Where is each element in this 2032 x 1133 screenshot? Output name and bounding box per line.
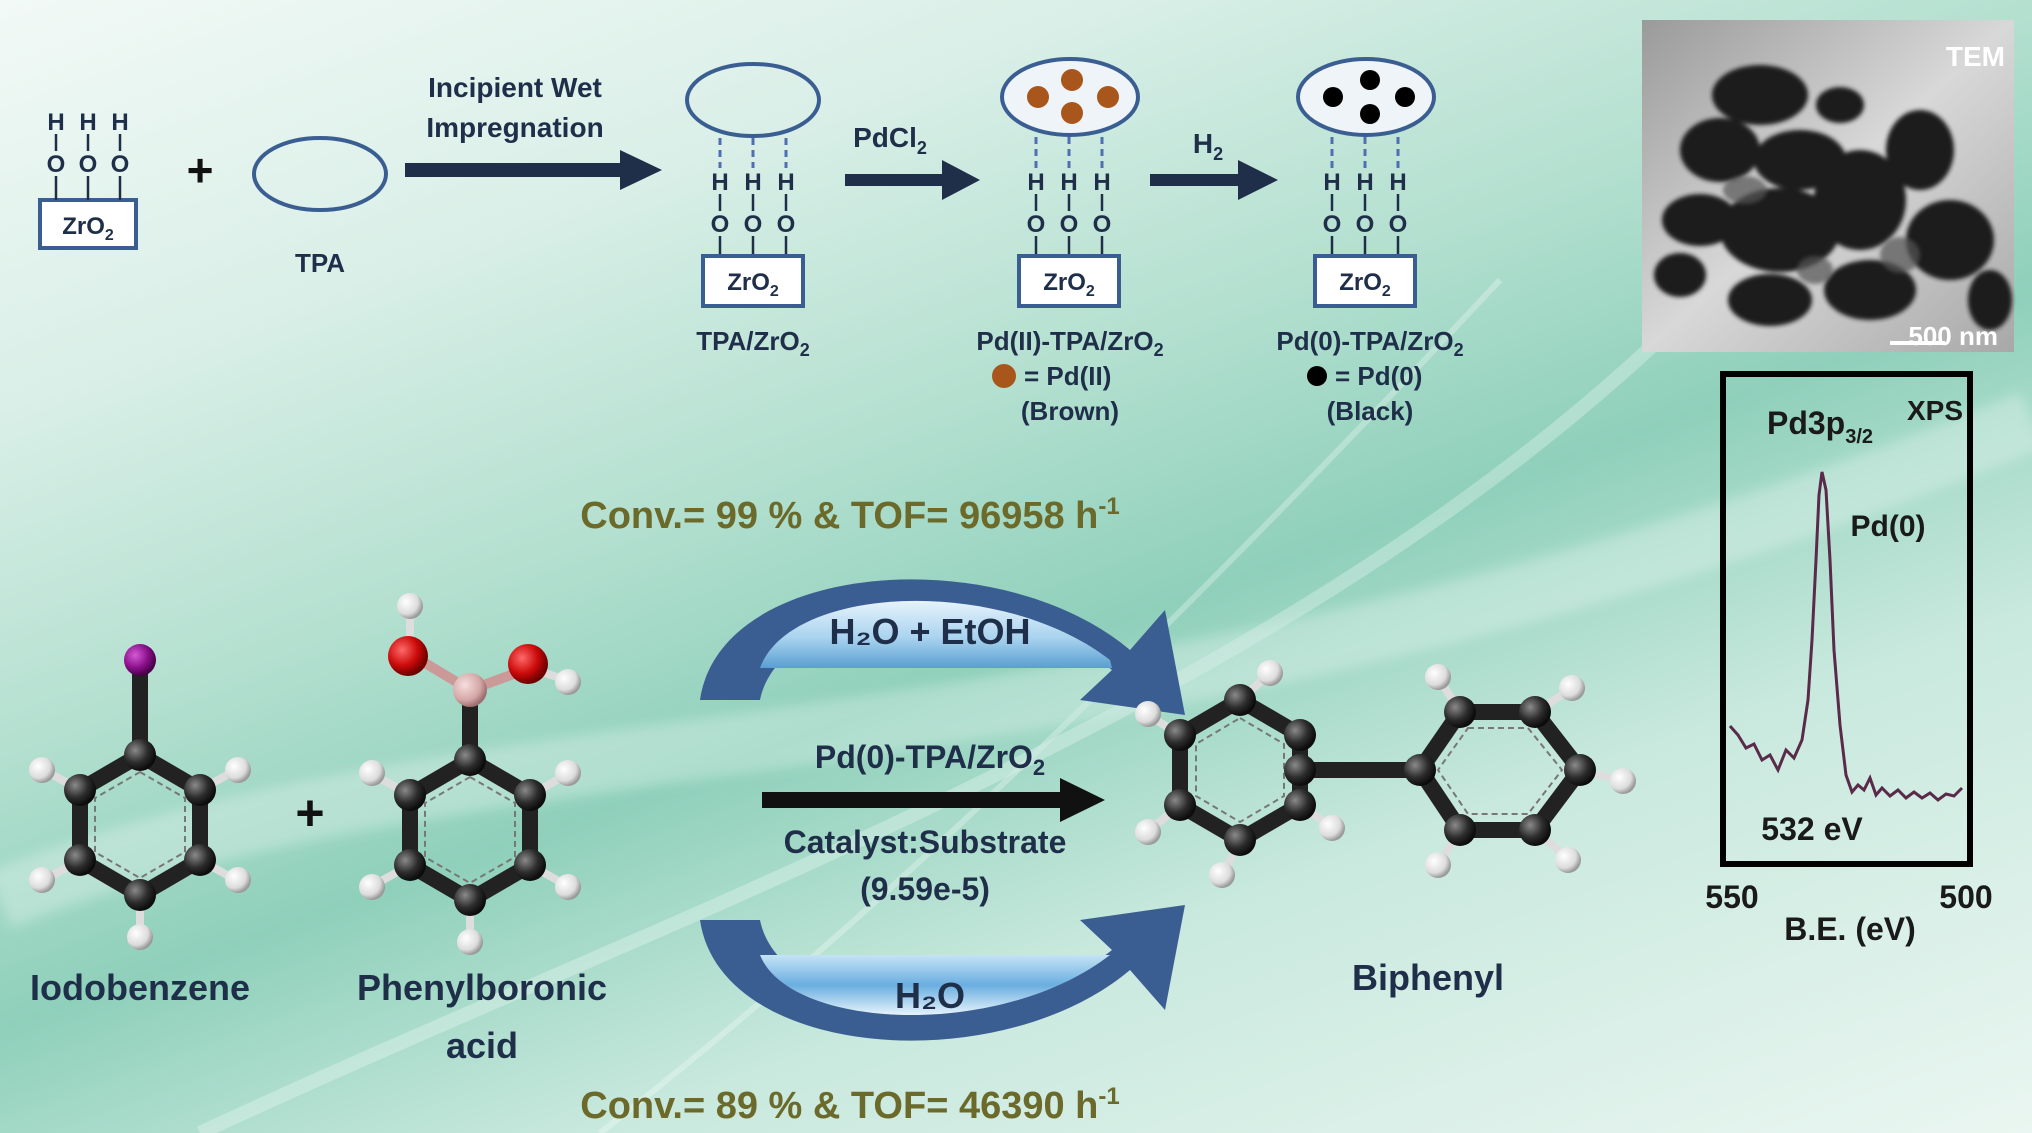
plus-sign-1: + bbox=[187, 144, 214, 196]
xps-inset: XPS Pd3p3/2 Pd(0) 532 eV 550 500 B.E. (e… bbox=[1705, 371, 1993, 947]
svg-text:O: O bbox=[777, 211, 796, 238]
svg-text:O: O bbox=[1389, 211, 1408, 238]
svg-text:H: H bbox=[1356, 169, 1373, 196]
svg-text:ZrO2: ZrO2 bbox=[62, 213, 114, 244]
product-label: Biphenyl bbox=[1352, 957, 1504, 998]
xps-axis-label: B.E. (eV) bbox=[1784, 911, 1916, 947]
svg-text:O: O bbox=[1093, 211, 1112, 238]
svg-text:O: O bbox=[1356, 211, 1375, 238]
svg-text:PdCl2: PdCl2 bbox=[853, 122, 927, 158]
xps-peak-label: Pd3p3/2 bbox=[1767, 405, 1873, 448]
stage-pd2-tpa-zro2: H H H O O O ZrO2 Pd(II)-TPA/ZrO2 = Pd(II… bbox=[976, 57, 1164, 426]
xps-spectrum bbox=[1728, 471, 1964, 802]
svg-text:H: H bbox=[1389, 169, 1406, 196]
conv-bottom: Conv.= 89 % & TOF= 46390 h-1 bbox=[580, 1083, 1119, 1127]
xps-axis-right: 500 bbox=[1939, 879, 1992, 915]
svg-text:Impregnation: Impregnation bbox=[426, 112, 603, 143]
pd0-particle bbox=[1395, 87, 1415, 107]
pd2-legend-dot bbox=[992, 364, 1016, 388]
tpa-ellipse bbox=[252, 136, 388, 212]
pd0-legend-dot bbox=[1307, 366, 1327, 386]
curved-arrow-bottom: H₂O bbox=[700, 905, 1185, 1041]
catalyst-label: Pd(0)-TPA/ZrO2 bbox=[815, 739, 1045, 780]
svg-text:H: H bbox=[777, 169, 794, 196]
svg-text:O: O bbox=[1027, 211, 1046, 238]
pd2-particle bbox=[1061, 69, 1083, 91]
xps-axis-left: 550 bbox=[1705, 879, 1758, 915]
svg-text:Incipient Wet: Incipient Wet bbox=[428, 72, 602, 103]
arrow-impregnation: Incipient Wet Impregnation bbox=[405, 72, 662, 190]
tpa-label: TPA bbox=[295, 248, 345, 278]
zro2-surface-1: ZrO2 H H H O O O bbox=[38, 109, 138, 250]
svg-text:H: H bbox=[1060, 169, 1077, 196]
svg-text:(Black): (Black) bbox=[1327, 396, 1414, 426]
background-swooshes bbox=[0, 277, 2032, 1133]
tem-micrograph: TEM 500 nm bbox=[1642, 20, 2014, 352]
reactant2-label-line2: acid bbox=[446, 1025, 518, 1066]
solvent-top: H₂O + EtOH bbox=[829, 611, 1030, 652]
reactant1-label: Iodobenzene bbox=[30, 967, 250, 1008]
pd2-particle bbox=[1061, 102, 1083, 124]
tem-label: TEM bbox=[1946, 41, 2005, 72]
xps-label: XPS bbox=[1907, 395, 1963, 426]
stage-tpa-zro2: H H H O O O ZrO2 TPA/ZrO2 bbox=[685, 62, 821, 360]
conv-top: Conv.= 99 % & TOF= 96958 h-1 bbox=[580, 493, 1119, 537]
svg-text:TPA/ZrO2: TPA/ZrO2 bbox=[696, 326, 810, 360]
svg-text:ZrO2: ZrO2 bbox=[1043, 269, 1095, 300]
pd0-particle bbox=[1360, 104, 1380, 124]
biphenyl-molecule bbox=[1135, 660, 1636, 888]
svg-text:O: O bbox=[1060, 211, 1079, 238]
svg-text:H: H bbox=[711, 169, 728, 196]
svg-text:O: O bbox=[744, 211, 763, 238]
arrow-pdcl2: PdCl2 bbox=[845, 122, 980, 200]
xps-state-label: Pd(0) bbox=[1851, 510, 1926, 543]
pd0-particle bbox=[1323, 87, 1343, 107]
svg-text:H: H bbox=[744, 169, 761, 196]
svg-text:H: H bbox=[111, 109, 128, 136]
svg-text:H2: H2 bbox=[1193, 128, 1223, 164]
iodobenzene-molecule bbox=[29, 644, 251, 950]
svg-text:O: O bbox=[711, 211, 730, 238]
svg-text:H: H bbox=[1027, 169, 1044, 196]
svg-text:= Pd(0): = Pd(0) bbox=[1335, 361, 1422, 391]
solvent-bottom: H₂O bbox=[895, 975, 965, 1016]
svg-text:H: H bbox=[79, 109, 96, 136]
svg-text:O: O bbox=[1323, 211, 1342, 238]
svg-text:ZrO2: ZrO2 bbox=[727, 269, 779, 300]
plus-sign-2: + bbox=[295, 785, 324, 841]
svg-text:= Pd(II): = Pd(II) bbox=[1024, 361, 1111, 391]
svg-text:Pd(0)-TPA/ZrO2: Pd(0)-TPA/ZrO2 bbox=[1276, 326, 1463, 360]
pd0-particle bbox=[1360, 70, 1380, 90]
pd2-particle bbox=[1097, 86, 1119, 108]
tem-scale-label: 500 nm bbox=[1908, 321, 1998, 351]
ratio-label: Catalyst:Substrate bbox=[784, 824, 1067, 860]
svg-text:(Brown): (Brown) bbox=[1021, 396, 1119, 426]
svg-text:O: O bbox=[47, 151, 66, 178]
ratio-value: (9.59e-5) bbox=[860, 871, 990, 907]
svg-text:O: O bbox=[79, 151, 98, 178]
pd2-particle bbox=[1027, 86, 1049, 108]
svg-text:ZrO2: ZrO2 bbox=[1339, 269, 1391, 300]
svg-text:H: H bbox=[47, 109, 64, 136]
svg-text:O: O bbox=[111, 151, 130, 178]
reactant2-label-line1: Phenylboronic bbox=[357, 967, 607, 1008]
stage-pd0-tpa-zro2: H H H O O O ZrO2 Pd(0)-TPA/ZrO2 = Pd(0) … bbox=[1276, 57, 1464, 426]
catalyst-arrow: Pd(0)-TPA/ZrO2 Catalyst:Substrate (9.59e… bbox=[762, 739, 1105, 907]
svg-text:H: H bbox=[1093, 169, 1110, 196]
svg-text:Pd(II)-TPA/ZrO2: Pd(II)-TPA/ZrO2 bbox=[976, 326, 1163, 360]
arrow-h2: H2 bbox=[1150, 128, 1278, 200]
curved-arrow-top: H₂O + EtOH bbox=[700, 579, 1185, 715]
phenylboronic-acid-molecule bbox=[359, 593, 581, 955]
xps-energy-label: 532 eV bbox=[1761, 811, 1863, 847]
svg-text:H: H bbox=[1323, 169, 1340, 196]
